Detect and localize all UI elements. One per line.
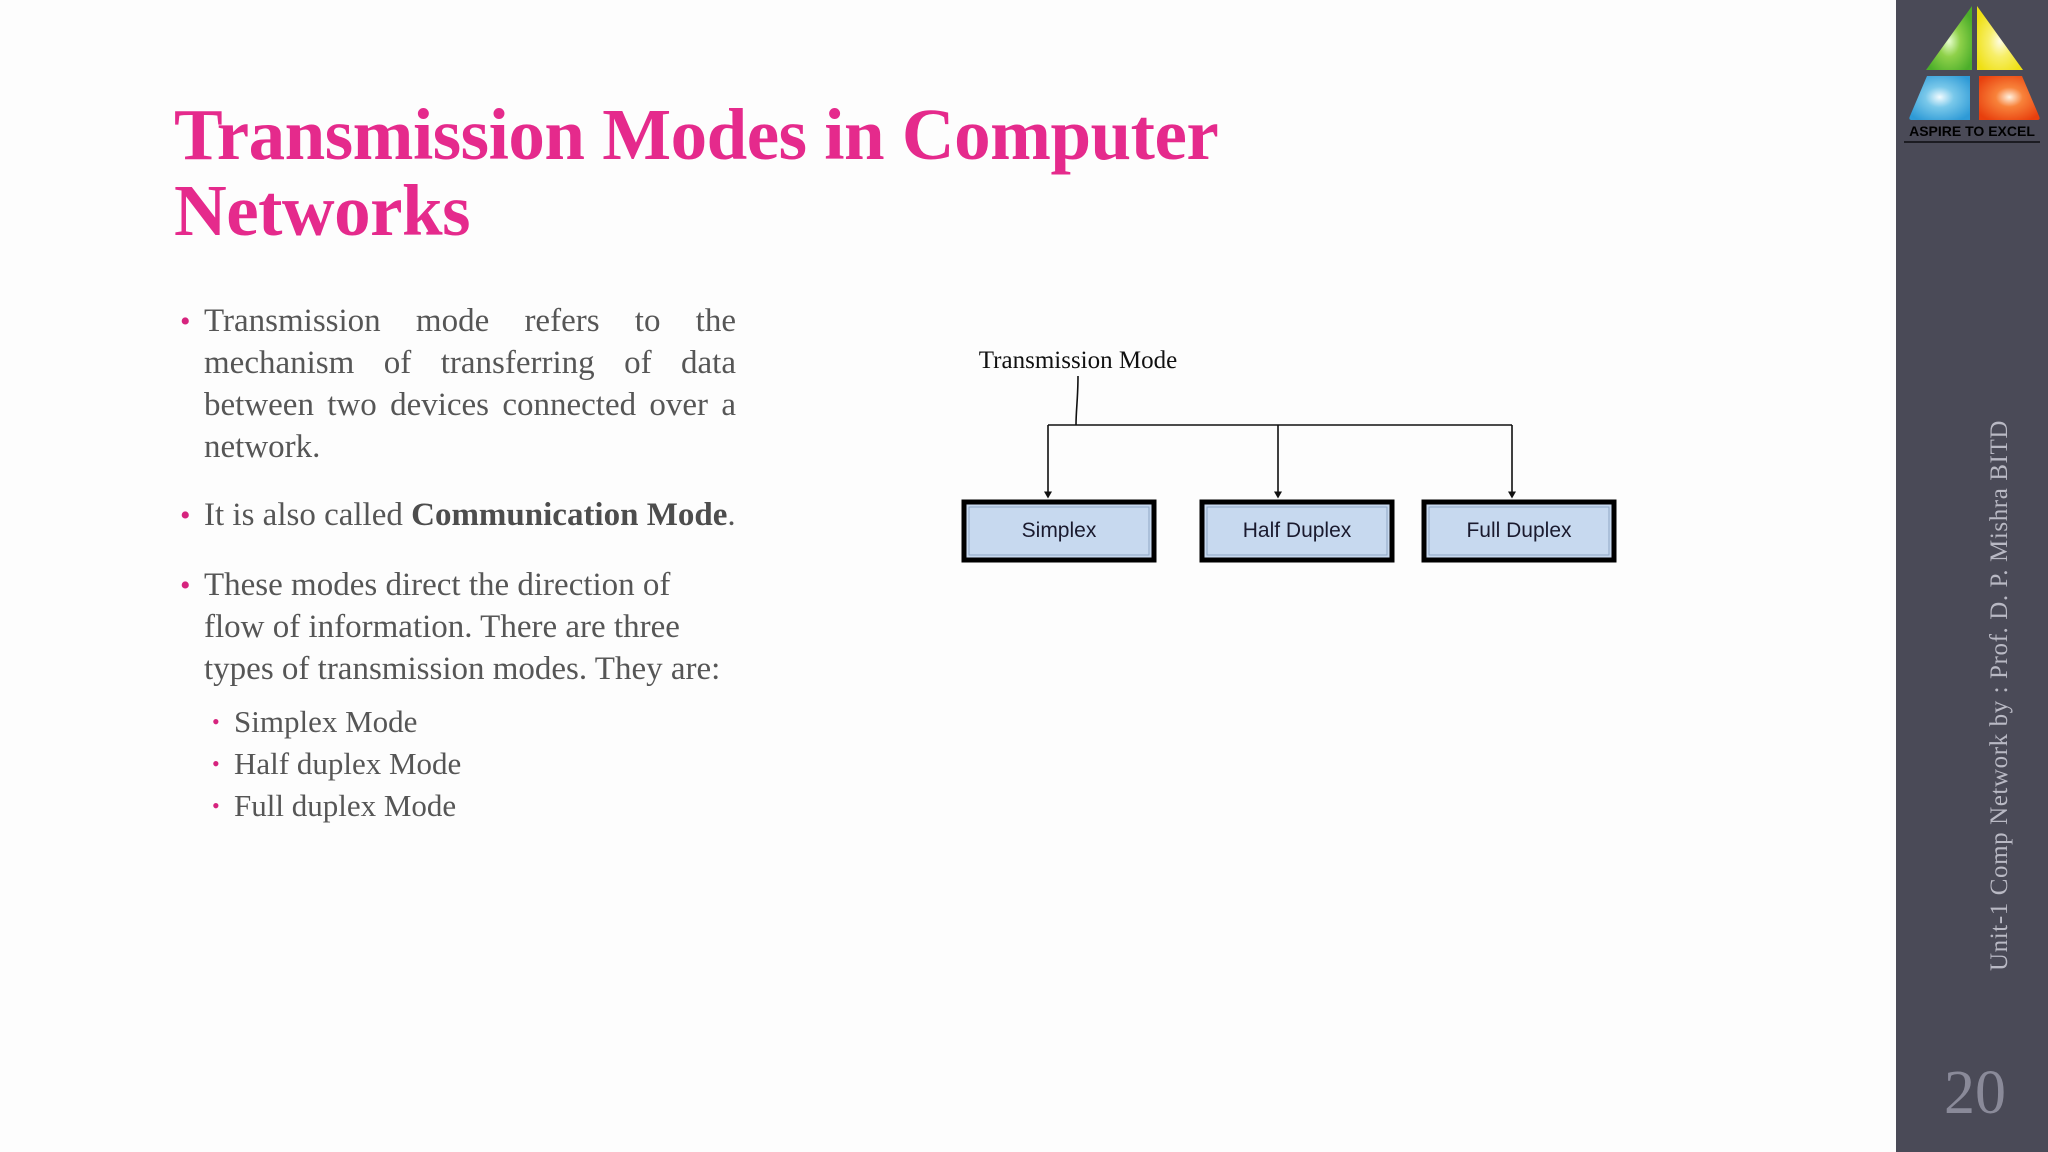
logo-green-triangle	[1926, 6, 1972, 70]
diagram-node-label: Simplex	[1022, 519, 1097, 542]
bullet-item: • It is also called Communication Mode.	[176, 494, 736, 538]
sidebar-attribution-text: Unit-1 Comp Network by : Prof. D. P. Mis…	[1986, 420, 2013, 972]
sub-bullet-item: • Half duplex Mode	[212, 744, 736, 784]
logo-yellow-triangle	[1977, 6, 2023, 70]
sub-bullet-dot-icon: •	[212, 709, 220, 734]
diagram-node-label: Half Duplex	[1243, 519, 1352, 542]
diagram-root-label: Transmission Mode	[979, 350, 1177, 374]
sub-bullet-dot-icon: •	[212, 751, 220, 776]
body-content: • Transmission mode refers to the mechan…	[176, 300, 736, 828]
page-number: 20	[1944, 1059, 2006, 1127]
bullet-text: Transmission mode refers to the mechanis…	[204, 303, 736, 465]
sub-bullet-item: • Simplex Mode	[212, 702, 736, 742]
bullet-item: • Transmission mode refers to the mechan…	[176, 300, 736, 468]
sidebar	[1896, 0, 2048, 1152]
transmission-mode-diagram: Transmission Mode Simplex	[960, 350, 1660, 670]
sub-bullet-list: • Simplex Mode • Half duplex Mode • Full…	[212, 702, 736, 826]
sub-bullet-dot-icon: •	[212, 793, 220, 818]
diagram-node-label: Full Duplex	[1466, 519, 1572, 542]
aspire-to-excel-logo: ASPIRE TO EXCEL	[1896, 2, 2048, 154]
bullet-text: These modes direct the direction of flow…	[204, 567, 721, 687]
logo-blue-shape	[1909, 76, 1970, 120]
bullet-dot-icon: •	[180, 569, 191, 602]
bullet-dot-icon: •	[180, 499, 191, 532]
sub-bullet-text: Simplex Mode	[234, 704, 418, 739]
sub-bullet-text: Full duplex Mode	[234, 788, 457, 823]
diagram-node-full-duplex: Full Duplex	[1421, 499, 1617, 563]
bullet-text: It is also called Communication Mode.	[204, 497, 736, 533]
sub-bullet-text: Half duplex Mode	[234, 746, 462, 781]
diagram-node-simplex: Simplex	[961, 499, 1157, 563]
bullet-dot-icon: •	[180, 305, 191, 338]
sub-bullet-item: • Full duplex Mode	[212, 786, 736, 826]
logo-tagline: ASPIRE TO EXCEL	[1909, 123, 2035, 139]
logo-orange-shape	[1979, 76, 2040, 120]
bullet-item: • These modes direct the direction of fl…	[176, 564, 736, 690]
diagram-node-half-duplex: Half Duplex	[1199, 499, 1395, 563]
page-title: Transmission Modes in Computer Networks	[174, 93, 1217, 251]
